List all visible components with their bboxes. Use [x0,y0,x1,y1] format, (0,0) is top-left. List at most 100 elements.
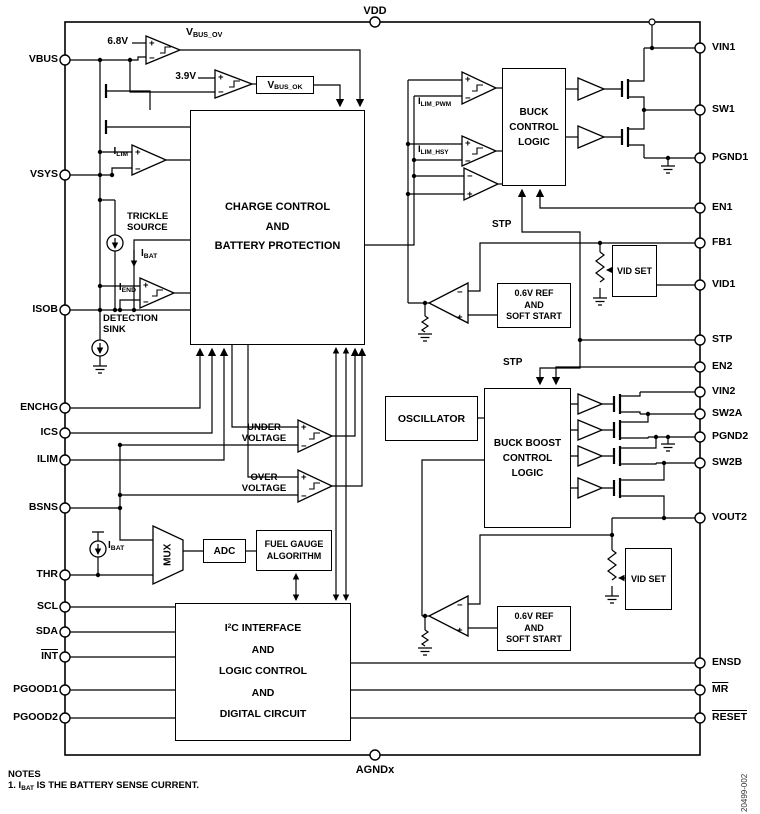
svg-text:−: − [465,93,471,104]
svg-text:−: − [218,87,224,98]
block-charge-control: CHARGE CONTROL AND BATTERY PROTECTION [190,110,365,345]
hysteresis-icons [152,46,483,490]
pin-label-en1: EN1 [712,201,733,213]
wires [70,25,695,719]
comparator-vbus-ov [145,35,182,65]
block-charge-line3: BATTERY PROTECTION [214,240,341,253]
figure-number-watermark: 20499-002 [740,773,749,812]
pin-label-pgnd2: PGND2 [712,430,749,442]
label-ilim-hsy: ILIM_HSY [418,144,449,156]
block-charge-line2: AND [265,220,290,233]
error-amp-buck [427,281,469,325]
chip-boundary [64,21,701,756]
svg-text:+: + [135,147,141,158]
i2c-line1: I2C INTERFACE [224,622,302,635]
pin-label-vout2: VOUT2 [712,511,748,523]
pin-label-sw1: SW1 [712,103,735,115]
pin-vdd [369,16,381,28]
pin-label-pgood1: PGOOD1 [13,683,58,695]
pin-label-agndx: AGNDx [355,764,395,776]
gate-driver [577,477,604,499]
svg-text:−: − [301,441,307,452]
label-3v9: 3.9V [175,71,196,82]
svg-text:−: − [457,287,463,298]
pin-label-int: INT [41,650,58,662]
svg-text:−: − [301,491,307,502]
polarity-signs: + − + − + − + − + − + − + − + − − + − + … [135,38,473,636]
comparator-ilim-pwm [461,70,498,106]
pin-label-vid1: VID1 [712,278,736,290]
svg-text:−: − [143,297,149,308]
block-ref-softstart-1: 0.6V REF AND SOFT START [497,283,571,328]
pin-label-sda: SDA [35,625,58,637]
pin-label-ilim: ILIM [37,453,58,465]
pin-label-reset: RESET [712,711,748,723]
gate-driver [577,393,604,415]
svg-text:+: + [301,472,307,483]
block-oscillator: OSCILLATOR [385,396,478,441]
pin-label-vin2: VIN2 [712,385,736,397]
label-6v8: 6.8V [107,36,128,47]
block-fuel-gauge: FUEL GAUGE ALGORITHM [256,530,332,571]
label-ibat-thr: IBAT [108,540,125,552]
svg-text:−: − [135,164,141,175]
svg-text:+: + [457,312,463,323]
current-source-arrows [94,238,119,555]
svg-text:−: − [149,53,155,64]
pin-label-vdd: VDD [363,5,387,17]
pin-label-sw2a: SW2A [712,407,743,419]
pin-agndx [369,749,381,761]
svg-text:−: − [467,171,473,182]
svg-text:+: + [457,625,463,636]
pin-label-bsns: BSNS [28,501,58,513]
pin-label-ics: ICS [40,426,58,438]
svg-text:+: + [465,138,471,149]
label-stp-buckboost: STP [503,357,523,368]
pin-label-sw2b: SW2B [712,456,743,468]
gate-driver [577,445,604,467]
pin-label-stp: STP [712,333,733,345]
pin-label-vbus: VBUS [28,53,58,65]
pin-label-enchg: ENCHG [20,401,58,413]
block-buck-control-logic: BUCK CONTROL LOGIC [502,68,566,186]
block-ref-softstart-2: 0.6V REF AND SOFT START [497,606,571,651]
mux-shape [152,524,184,586]
pin-label-thr: THR [36,568,58,580]
junction-dots [95,45,671,619]
gate-driver [577,419,604,441]
label-iend: IEND [118,282,136,294]
label-stp-buck: STP [492,219,512,230]
label-mux: MUX [162,543,174,566]
svg-text:−: − [465,156,471,167]
comparator-under-voltage [297,418,334,454]
label-ilim-comp: ILIM [113,146,128,158]
comparator-over-voltage [297,468,334,504]
pin-label-pgnd1: PGND1 [712,151,749,163]
comparator-ilim [131,144,168,176]
block-i2c-interface: I2C INTERFACE AND LOGIC CONTROL AND DIGI… [175,603,351,741]
pin-circles [59,16,706,761]
svg-text:+: + [218,72,224,83]
error-amp-buckboost [427,594,469,638]
comparator-ilim-hsy [461,135,498,167]
svg-text:+: + [301,422,307,433]
svg-text:+: + [149,38,155,49]
pin-label-ensd: ENSD [712,656,742,668]
comparator-pwm [463,166,500,202]
gate-driver [577,77,606,101]
block-adc: ADC [203,539,246,563]
pin-label-vin1: VIN1 [712,41,736,53]
comparators [131,35,606,638]
vbus-ok-flag: VBUS_OK [256,76,314,94]
pin-label-mr: MR [712,683,729,695]
svg-text:+: + [465,74,471,85]
svg-text:+: + [143,280,149,291]
pin-label-en2: EN2 [712,360,733,372]
label-ilim-pwm: ILIM_PWM [418,96,452,108]
block-charge-line1: CHARGE CONTROL [224,200,331,213]
